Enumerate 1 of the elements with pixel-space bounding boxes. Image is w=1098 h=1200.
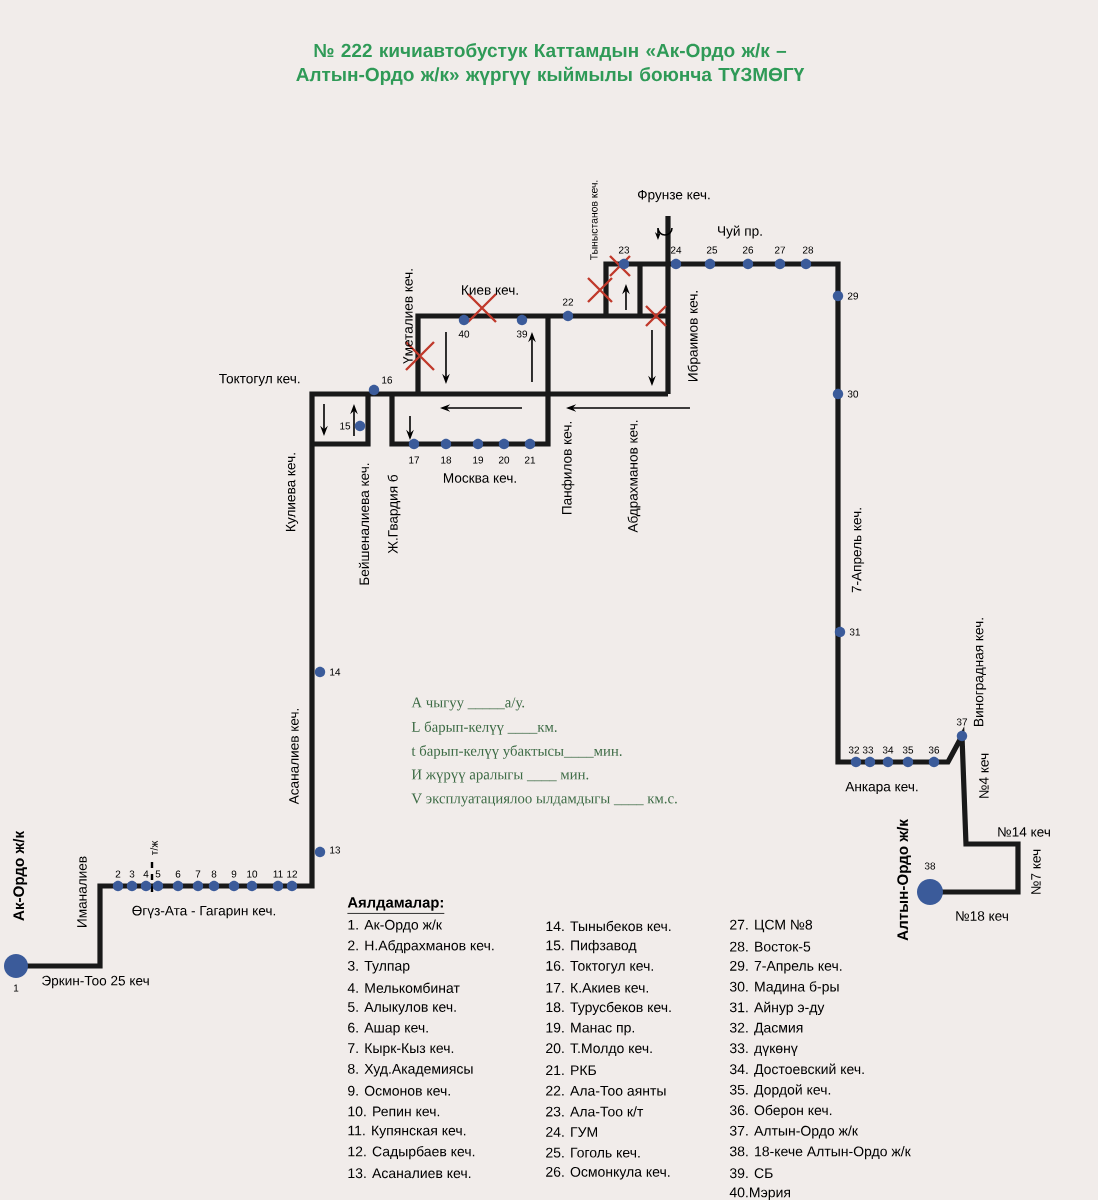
title: № 222 кичиавтобустук Каттамдын «Ак-Ордо ж/к – Алтын-Ордо ж/к» жүргүү кыймылы боюнча ТҮЗМӨГҮ: [296, 43, 805, 85]
